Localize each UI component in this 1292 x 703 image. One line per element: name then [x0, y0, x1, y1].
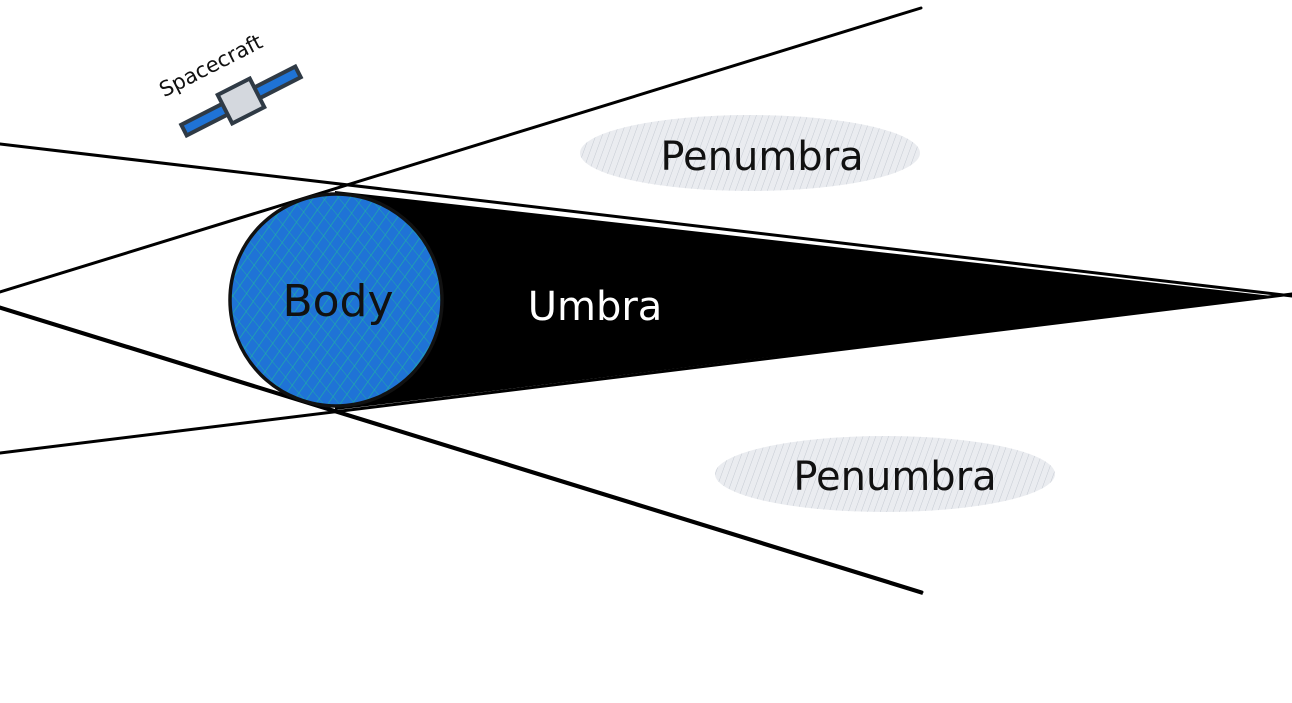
umbra-label: Umbra: [528, 284, 663, 330]
penumbra-label-top: Penumbra: [660, 134, 863, 180]
shadow-lines: [0, 6, 1292, 595]
penumbra-region-bottom: [715, 436, 1055, 512]
umbra-line-upper: [0, 142, 1292, 298]
penumbra-line-lower-double: [0, 308, 923, 595]
umbra-line-lower: [0, 292, 1292, 455]
body-label: Body: [282, 276, 393, 327]
penumbra-line-lower: [0, 305, 924, 594]
penumbra-line-upper: [0, 6, 923, 294]
penumbra-label-bottom: Penumbra: [793, 454, 996, 500]
satellite-icon: [178, 63, 304, 139]
umbra-cone: [335, 191, 1272, 410]
planet-icon: [228, 192, 444, 408]
penumbra-region-top: [580, 115, 920, 191]
